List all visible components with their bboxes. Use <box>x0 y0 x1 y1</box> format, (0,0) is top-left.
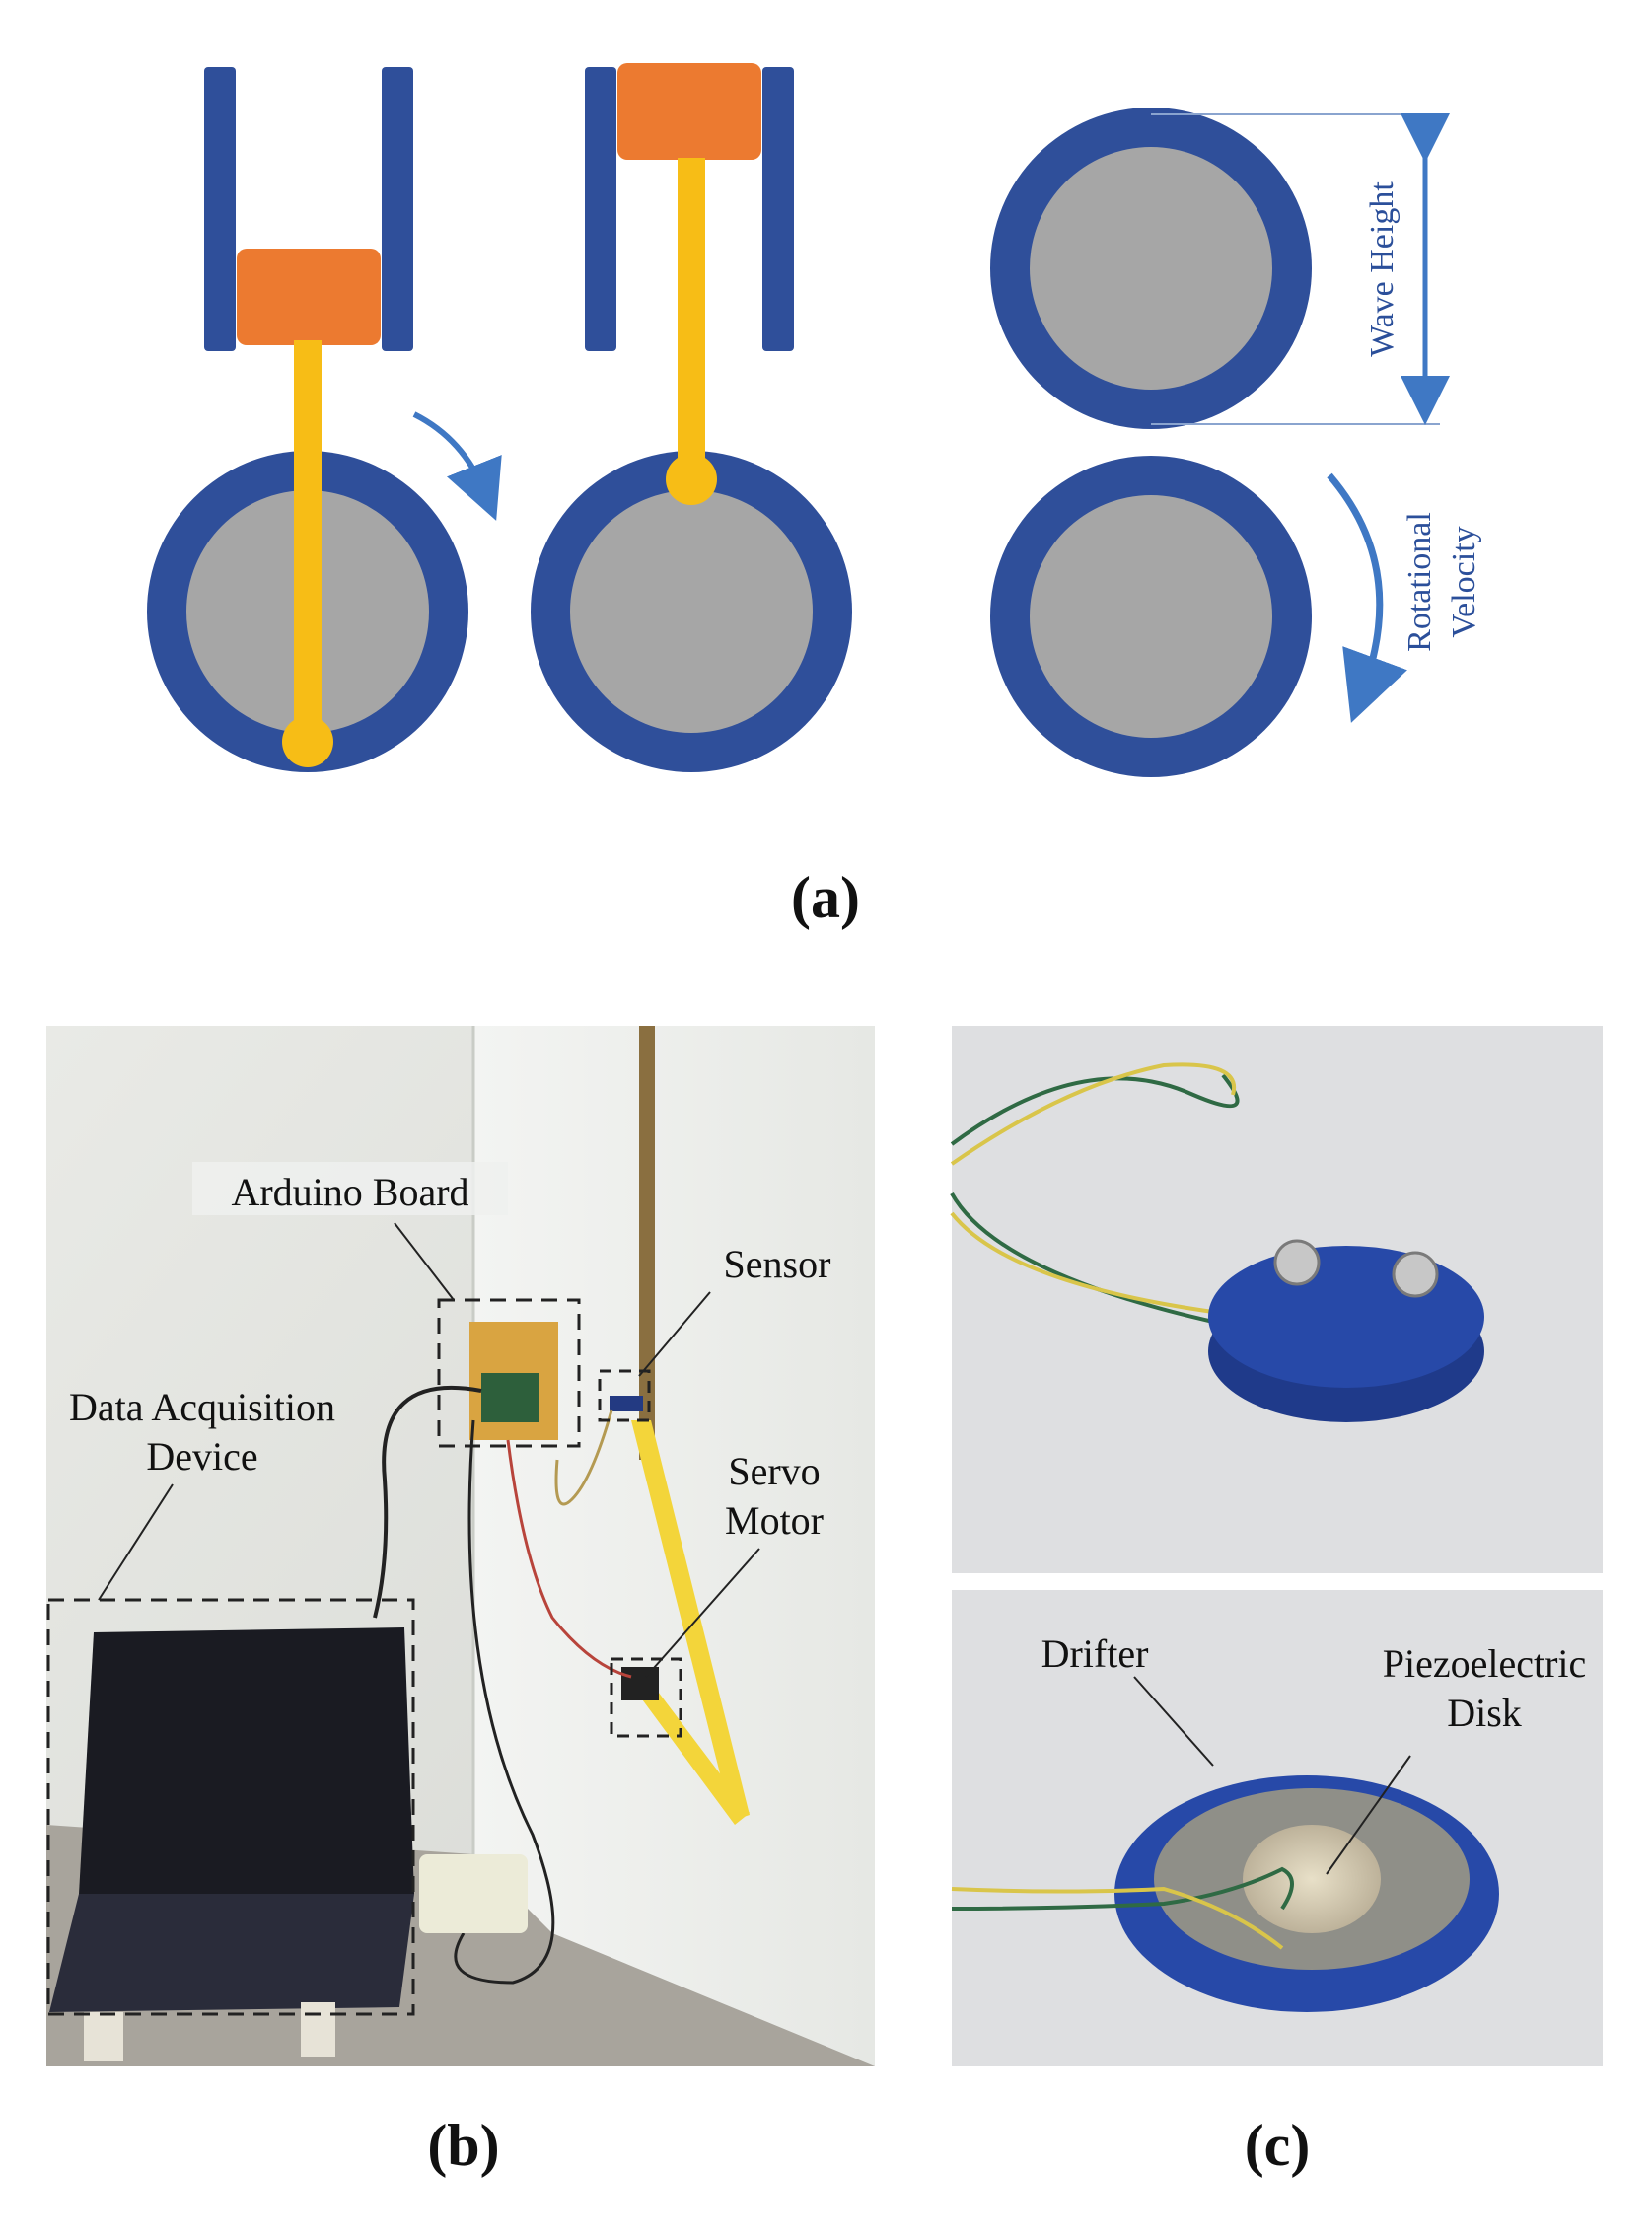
arduino-label-bg <box>192 1162 508 1215</box>
servo-motor <box>621 1667 659 1700</box>
sensor-unit <box>610 1396 643 1411</box>
metal-rail <box>639 1026 655 1460</box>
panel-c-label: (c) <box>1245 2113 1311 2178</box>
rotation-arrow-icon <box>412 411 502 521</box>
daq-dashed-box <box>46 1598 415 2016</box>
cylinder-wall-right <box>762 67 794 351</box>
panel-c-photos: Drifter Piezoelectric Disk (c) <box>950 1026 1603 2178</box>
piezo-disk-graphic <box>1243 1825 1381 1933</box>
yellow-arm-2 <box>631 1672 750 1825</box>
rotational-velocity-arrow-icon <box>1327 472 1407 723</box>
leader-servo <box>645 1548 760 1678</box>
piezo-label-1: Piezoelectric <box>1383 1641 1587 1686</box>
piezo-label-2: Disk <box>1447 1691 1522 1735</box>
cylinder-wall-right <box>382 67 413 351</box>
crank-pin <box>666 454 717 505</box>
leader-daq <box>98 1483 174 1601</box>
panel-a-label: (a) <box>791 865 860 930</box>
connecting-rod <box>678 158 705 478</box>
crank-mechanism-2 <box>531 63 852 772</box>
daq-box <box>419 1854 528 1933</box>
daq-label-2: Device <box>146 1434 257 1479</box>
laptop-stand-left <box>84 2012 123 2061</box>
sensor-label: Sensor <box>724 1242 831 1286</box>
screw-1 <box>1273 1239 1321 1286</box>
arduino-board-label: Arduino Board <box>231 1170 468 1214</box>
daq-label-1: Data Acquisition <box>69 1385 335 1429</box>
leader-piezo <box>1326 1755 1411 1875</box>
panel-a-diagram: Wave Height Rotational Velocity (a) <box>147 63 1482 930</box>
piston <box>237 249 381 345</box>
wire-black-2 <box>454 1419 555 1985</box>
panel-b-photo: Arduino Board Sensor Data Acquisition De… <box>46 1026 875 2178</box>
wave-wheels: Wave Height Rotational Velocity <box>990 108 1482 777</box>
leader-arduino <box>394 1222 455 1301</box>
panel-b-label: (b) <box>427 2113 499 2178</box>
wire-sensor <box>554 1409 613 1506</box>
sensor-dashed-box <box>598 1369 651 1422</box>
wire-green-top <box>950 1073 1240 1324</box>
arduino-dashed-box <box>437 1298 581 1448</box>
rotational-velocity-label-2: Velocity <box>1446 526 1482 637</box>
wire-yellow-top <box>950 1062 1237 1314</box>
cylinder-wall-left <box>204 67 236 351</box>
leader-drifter <box>1133 1676 1214 1767</box>
arduino-pcb <box>481 1373 539 1422</box>
crank-mechanism-1 <box>147 67 502 772</box>
wire-red <box>506 1439 632 1679</box>
leader-sensor <box>638 1291 711 1377</box>
servo-dashed-box <box>610 1657 682 1738</box>
top-wheel-disk <box>1030 147 1272 390</box>
cylinder-wall-left <box>585 67 616 351</box>
servo-label-2: Motor <box>725 1498 824 1543</box>
laptop-keyboard <box>49 1894 414 2012</box>
drifter-closed-top <box>1208 1246 1484 1388</box>
screw-2 <box>1392 1251 1439 1298</box>
laptop-stand-right <box>301 2002 335 2057</box>
servo-label-1: Servo <box>728 1449 820 1493</box>
wire-yellow-bottom <box>951 1886 1284 1950</box>
wave-height-label: Wave Height <box>1364 181 1401 357</box>
wire-black <box>373 1385 482 1619</box>
yellow-arm-1 <box>631 1420 750 1821</box>
crank-pin <box>282 716 333 767</box>
piston <box>617 63 761 160</box>
wheel-disk <box>570 490 813 733</box>
bottom-wheel-disk <box>1030 495 1272 738</box>
connecting-rod <box>294 340 322 740</box>
rotational-velocity-label-1: Rotational <box>1401 512 1438 652</box>
drifter-label: Drifter <box>1041 1631 1149 1676</box>
laptop-screen <box>79 1627 414 1894</box>
